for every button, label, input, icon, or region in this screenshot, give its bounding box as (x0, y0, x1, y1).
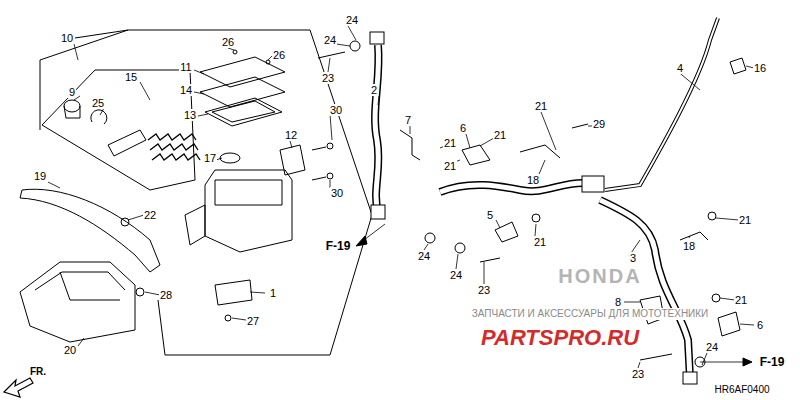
callout-number: 17 (203, 152, 217, 164)
callout-number: 26 (221, 36, 235, 48)
callout-number: 22 (143, 209, 157, 221)
watermark-logo: PARTSPRO.RU (480, 326, 640, 350)
callout-number: 19 (33, 170, 47, 182)
callout-number: 21 (443, 160, 457, 172)
callout-number: 23 (321, 72, 335, 84)
callout-number: 3 (629, 252, 637, 264)
callout-number: 6 (459, 122, 467, 134)
callout-number: 21 (534, 100, 548, 112)
callout-number: 30 (329, 104, 343, 116)
callout-number: 24 (705, 341, 719, 353)
callout-number: 24 (417, 250, 431, 262)
callout-number: 14 (179, 84, 193, 96)
watermark-brand: HONDA (557, 265, 642, 287)
callout-number: 21 (533, 236, 547, 248)
callout-number: 29 (592, 118, 606, 130)
figure-reference: F-19 (325, 240, 352, 252)
callout-number: 2 (370, 84, 378, 96)
callout-number: 24 (323, 34, 337, 46)
callout-number: 18 (526, 174, 540, 186)
callout-number: 21 (443, 137, 457, 149)
callout-number: 26 (272, 49, 286, 61)
callout-number: 21 (493, 129, 507, 141)
callout-number: 23 (631, 368, 645, 380)
callout-number: 12 (284, 129, 298, 141)
callout-number: 9 (68, 86, 76, 98)
callout-number: 18 (682, 240, 696, 252)
watermark-text: ЗАПЧАСТИ И АКСЕССУАРЫ ДЛЯ МОТОТЕХНИКИ (471, 308, 710, 320)
callout-number: 1 (269, 287, 277, 299)
callout-number: 15 (124, 71, 138, 83)
front-indicator: FR. (29, 366, 47, 378)
callout-number: 25 (91, 97, 105, 109)
callout-number: 21 (734, 294, 748, 306)
callout-number: 24 (345, 14, 359, 26)
callout-number: 27 (246, 315, 260, 327)
callout-number: 20 (63, 344, 77, 356)
callout-number: 4 (676, 62, 684, 74)
callout-number: 21 (738, 214, 752, 226)
callout-number: 30 (330, 187, 344, 199)
callout-number: 11 (179, 61, 192, 73)
figure-reference: F-19 (759, 356, 786, 368)
callout-number: 23 (477, 284, 491, 296)
callout-number: 13 (183, 109, 197, 121)
callout-number: 24 (449, 269, 463, 281)
callout-number: 8 (614, 296, 622, 308)
diagram-code: HR6AF0400 (713, 384, 770, 396)
callout-number: 16 (753, 62, 767, 74)
callout-number: 28 (159, 289, 173, 301)
callout-number: 7 (404, 114, 412, 126)
callout-number: 6 (756, 319, 764, 331)
callout-number: 5 (486, 209, 494, 221)
callout-number: 10 (60, 32, 74, 44)
